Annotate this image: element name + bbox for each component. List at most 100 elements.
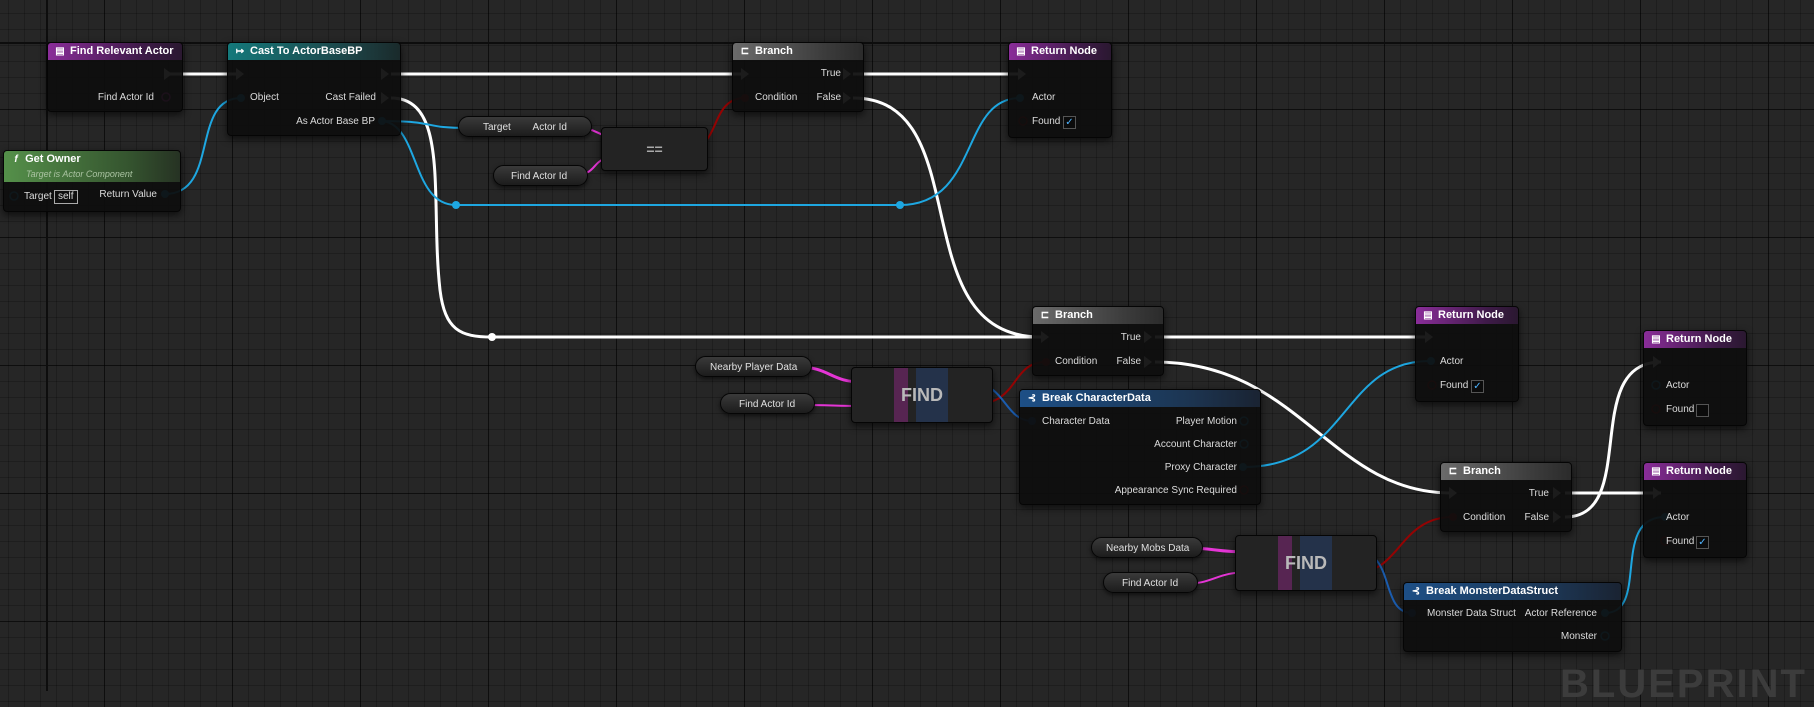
branch-icon: ⊏ <box>1448 466 1458 477</box>
node-title: Branch <box>755 45 793 57</box>
node-header: ⊏ Branch <box>1441 463 1571 480</box>
node-title: Return Node <box>1031 45 1097 57</box>
return-node-4[interactable]: ▤ Return Node Actor Found ✓ <box>1643 462 1747 558</box>
return-node-3[interactable]: ▤ Return Node Actor Found <box>1643 330 1747 426</box>
node-title: Return Node <box>1666 465 1732 477</box>
pin-label-false: False <box>1524 512 1549 523</box>
node-header: ⊰ Break CharacterData <box>1020 390 1260 407</box>
pin-label-actor-id: Actor Id <box>532 122 567 133</box>
find-bg-strip <box>1278 536 1292 590</box>
find-label: FIND <box>1285 552 1327 573</box>
node-title: Get Owner <box>25 153 81 165</box>
found-checkbox[interactable]: ✓ <box>1696 536 1709 549</box>
function-icon: ▤ <box>55 46 65 57</box>
pin-label-as-actor-base-bp: As Actor Base BP <box>296 116 375 127</box>
break-struct-icon: ⊰ <box>1411 586 1421 597</box>
variable-label: Find Actor Id <box>1122 578 1179 589</box>
reroute-node <box>452 201 460 209</box>
node-subtitle: Target is Actor Component <box>26 169 133 179</box>
find-node-1[interactable]: FIND <box>851 367 993 423</box>
break-character-data-node[interactable]: ⊰ Break CharacterData Character Data Pla… <box>1019 389 1261 505</box>
pin-label-false: False <box>1116 356 1141 367</box>
find-actor-id-variable[interactable]: Find Actor Id <box>720 393 815 414</box>
object-wire <box>899 97 1021 206</box>
pin-label-found: Found <box>1666 536 1695 547</box>
get-actor-id-node[interactable]: Target Actor Id <box>458 116 592 137</box>
pin-label-actor: Actor <box>1666 380 1690 391</box>
equal-symbol: == <box>646 141 663 157</box>
pin-label-found: Found <box>1666 404 1695 415</box>
get-owner-node[interactable]: f Get Owner Target is Actor Component Ta… <box>3 150 181 212</box>
node-header: ↦ Cast To ActorBaseBP <box>228 43 400 60</box>
pin-label-player-motion: Player Motion <box>1175 416 1237 427</box>
nearby-player-data-variable[interactable]: Nearby Player Data <box>695 356 812 377</box>
branch-icon: ⊏ <box>1040 310 1050 321</box>
node-header: f Get Owner Target is Actor Component <box>4 151 180 182</box>
return-icon: ▤ <box>1016 46 1026 57</box>
cast-arrow-icon: ↦ <box>235 46 245 57</box>
pin-label-true: True <box>1120 332 1141 343</box>
blueprint-watermark: BLUEPRINT <box>1560 662 1807 706</box>
pin-label-actor: Actor <box>1032 92 1056 103</box>
pin-label-true: True <box>1528 488 1549 499</box>
pin-label-account-character: Account Character <box>1154 439 1237 450</box>
find-bg-strip <box>894 368 908 422</box>
node-header: ⊰ Break MonsterDataStruct <box>1404 583 1621 600</box>
return-node-1[interactable]: ▤ Return Node Actor Found ✓ <box>1008 42 1112 138</box>
pin-label-monster: Monster <box>1560 631 1597 642</box>
node-title: Break MonsterDataStruct <box>1426 585 1559 597</box>
variable-label: Nearby Mobs Data <box>1106 543 1190 554</box>
pin-label-found: Found <box>1032 116 1061 127</box>
object-wire <box>1243 360 1431 468</box>
pin-label-actor-reference: Actor Reference <box>1524 608 1597 619</box>
branch-node-2[interactable]: ⊏ Branch Condition True False <box>1032 306 1164 376</box>
branch-icon: ⊏ <box>740 46 750 57</box>
node-header: ▤ Return Node <box>1644 463 1746 480</box>
reroute-node <box>896 201 904 209</box>
equal-operator-node[interactable]: == <box>601 127 708 171</box>
variable-label: Find Actor Id <box>739 399 796 410</box>
break-monster-data-node[interactable]: ⊰ Break MonsterDataStruct Monster Data S… <box>1403 582 1622 652</box>
pin-label-proxy-character: Proxy Character <box>1164 462 1237 473</box>
pin-label-find-actor-id: Find Actor Id <box>97 92 154 103</box>
return-node-2[interactable]: ▤ Return Node Actor Found ✓ <box>1415 306 1519 402</box>
variable-label: Nearby Player Data <box>710 362 798 373</box>
pin-label-return-value: Return Value <box>99 189 157 200</box>
node-header: ⊏ Branch <box>733 43 863 60</box>
found-checkbox[interactable]: ✓ <box>1063 116 1076 129</box>
found-checkbox[interactable]: ✓ <box>1471 380 1484 393</box>
find-actor-id-variable[interactable]: Find Actor Id <box>493 165 588 186</box>
pin-label-appearance-sync: Appearance Sync Required <box>1114 485 1237 496</box>
branch-node-1[interactable]: ⊏ Branch Condition True False <box>732 42 864 112</box>
node-header: ⊏ Branch <box>1033 307 1163 324</box>
find-node-2[interactable]: FIND <box>1235 535 1377 591</box>
find-relevant-actor-node[interactable]: ▤ Find Relevant Actor Find Actor Id <box>47 42 183 112</box>
branch-node-3[interactable]: ⊏ Branch Condition True False <box>1440 462 1572 532</box>
return-icon: ▤ <box>1423 310 1433 321</box>
pin-label-condition: Condition <box>1463 512 1506 523</box>
pin-label-found: Found <box>1440 380 1469 391</box>
cast-to-actorbase-node[interactable]: ↦ Cast To ActorBaseBP Object Cast Failed… <box>227 42 401 136</box>
node-title: Find Relevant Actor <box>70 45 174 57</box>
found-checkbox[interactable] <box>1696 404 1709 417</box>
graph-origin-vertical-line <box>46 0 48 691</box>
node-title: Branch <box>1055 309 1093 321</box>
find-actor-id-variable[interactable]: Find Actor Id <box>1103 572 1198 593</box>
node-title: Break CharacterData <box>1042 392 1151 404</box>
node-header: ▤ Return Node <box>1644 331 1746 348</box>
target-default-value[interactable]: self <box>54 190 78 204</box>
pin-label-target: Target <box>483 122 511 133</box>
return-icon: ▤ <box>1651 334 1661 345</box>
pin-label-character-data: Character Data <box>1042 416 1110 427</box>
variable-label: Find Actor Id <box>511 171 568 182</box>
pin-label-target: Target <box>24 191 52 202</box>
return-icon: ▤ <box>1651 466 1661 477</box>
node-header: ▤ Return Node <box>1416 307 1518 324</box>
pin-label-cast-failed: Cast Failed <box>325 92 376 103</box>
find-label: FIND <box>901 384 943 405</box>
node-title: Branch <box>1463 465 1501 477</box>
pin-label-actor: Actor <box>1666 512 1690 523</box>
pin-label-condition: Condition <box>755 92 798 103</box>
pin-label-true: True <box>820 68 841 79</box>
nearby-mobs-data-variable[interactable]: Nearby Mobs Data <box>1091 537 1203 558</box>
